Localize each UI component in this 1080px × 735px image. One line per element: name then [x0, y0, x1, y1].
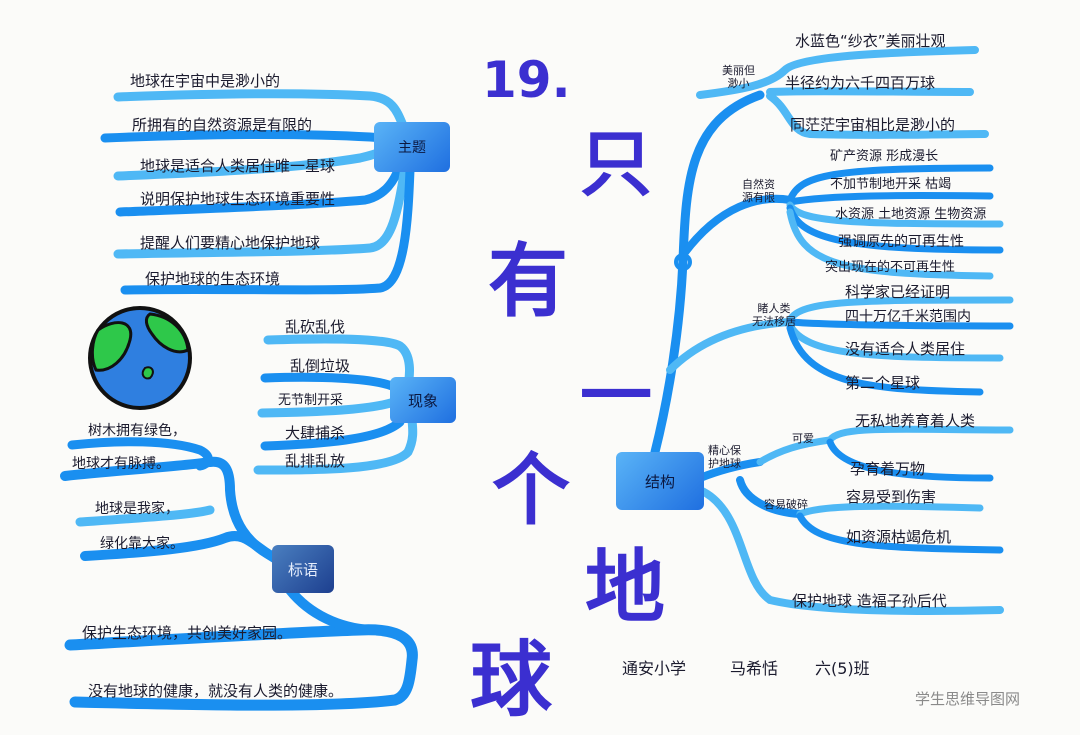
structure-g1-item-2: 半径约为六千四百万球 — [785, 74, 936, 92]
slogan-item-2: 地球才有脉搏。 — [72, 456, 170, 472]
structure-g2-item-5: 突出现在的不可再生性 — [825, 260, 956, 275]
structure-g4a-item-1: 无私地养育着人类 — [855, 412, 976, 430]
structure-subgroup-lovely: 可爱 — [792, 432, 814, 445]
watermark: 学生思维导图网 — [915, 690, 1021, 708]
structure-group-3-label: 睹人类 无法移居 — [752, 302, 796, 328]
structure-g2-item-4: 强调原先的可再生性 — [838, 234, 964, 250]
theme-branches — [100, 89, 415, 295]
phenomenon-item-3: 无节制开采 — [278, 393, 344, 408]
theme-item-6: 保护地球的生态环境 — [145, 270, 281, 288]
phenomenon-node: 现象 — [390, 377, 456, 423]
phenomenon-branches — [253, 334, 418, 475]
earth-icon — [88, 306, 192, 410]
slogan-node: 标语 — [272, 545, 334, 593]
theme-item-4: 说明保护地球生态环境重要性 — [140, 190, 336, 208]
structure-g3-item-4: 第二个星球 — [845, 374, 921, 392]
structure-g5-item-1: 保护地球 造福子孙后代 — [792, 592, 947, 610]
structure-g2-item-1: 矿产资源 形成漫长 — [830, 149, 939, 164]
structure-group-4-label: 精心保 护地球 — [708, 444, 741, 470]
footer-class: 六(5)班 — [815, 659, 870, 678]
title-char-4: 个 — [492, 446, 571, 536]
phenomenon-item-5: 乱排乱放 — [285, 452, 346, 470]
slogan-item-3: 地球是我家， — [95, 501, 179, 517]
lesson-number: 19. — [482, 51, 571, 109]
title-char-2: 有 — [488, 235, 568, 328]
structure-g3-item-3: 没有适合人类居住 — [845, 340, 966, 358]
slogan-item-4: 绿化靠大家。 — [100, 536, 184, 552]
structure-g4b-item-2: 如资源枯竭危机 — [846, 528, 952, 546]
title-char-1: 只 — [580, 122, 653, 206]
footer-school: 通安小学 — [622, 659, 687, 678]
structure-g2-item-3: 水资源 土地资源 生物资源 — [835, 207, 987, 222]
slogan-item-5: 保护生态环境，共创美好家园。 — [82, 624, 293, 642]
theme-item-3: 地球是适合人类居住唯一星球 — [140, 157, 336, 175]
structure-g1-item-1: 水蓝色“纱衣”美丽壮观 — [795, 32, 946, 50]
slogan-item-6: 没有地球的健康，就没有人类的健康。 — [88, 682, 344, 700]
structure-node: 结构 — [616, 452, 704, 510]
structure-g3-item-2: 四十万亿千米范围内 — [845, 309, 971, 325]
structure-group-1-label: 美丽但 渺小 — [722, 64, 755, 90]
structure-g3-item-1: 科学家已经证明 — [845, 283, 951, 301]
title-char-5: 地 — [585, 541, 665, 634]
theme-node: 主题 — [374, 122, 450, 172]
structure-g4b-item-1: 容易受到伤害 — [846, 488, 937, 506]
slogan-branches — [60, 437, 418, 711]
theme-item-1: 地球在宇宙中是渺小的 — [130, 72, 281, 90]
slogan-item-1: 树木拥有绿色， — [88, 423, 186, 439]
structure-group-2-label: 自然资 源有限 — [742, 178, 775, 204]
title-char-6: 球 — [470, 633, 553, 728]
phenomenon-item-1: 乱砍乱伐 — [285, 318, 346, 336]
title-char-3: 一 — [580, 354, 653, 438]
footer-name: 马希恬 — [730, 659, 779, 678]
theme-item-2: 所拥有的自然资源是有限的 — [132, 116, 313, 134]
phenomenon-item-2: 乱倒垃圾 — [290, 357, 351, 375]
theme-item-5: 提醒人们要精心地保护地球 — [140, 234, 321, 252]
phenomenon-item-4: 大肆捕杀 — [285, 424, 346, 442]
structure-g1-item-3: 同茫茫宇宙相比是渺小的 — [790, 116, 956, 134]
structure-g2-item-2: 不加节制地开采 枯竭 — [830, 177, 952, 192]
structure-g4a-item-2: 孕育着万物 — [850, 460, 926, 478]
structure-subgroup-fragile: 容易破碎 — [764, 498, 808, 511]
structure-branches — [650, 46, 1014, 615]
